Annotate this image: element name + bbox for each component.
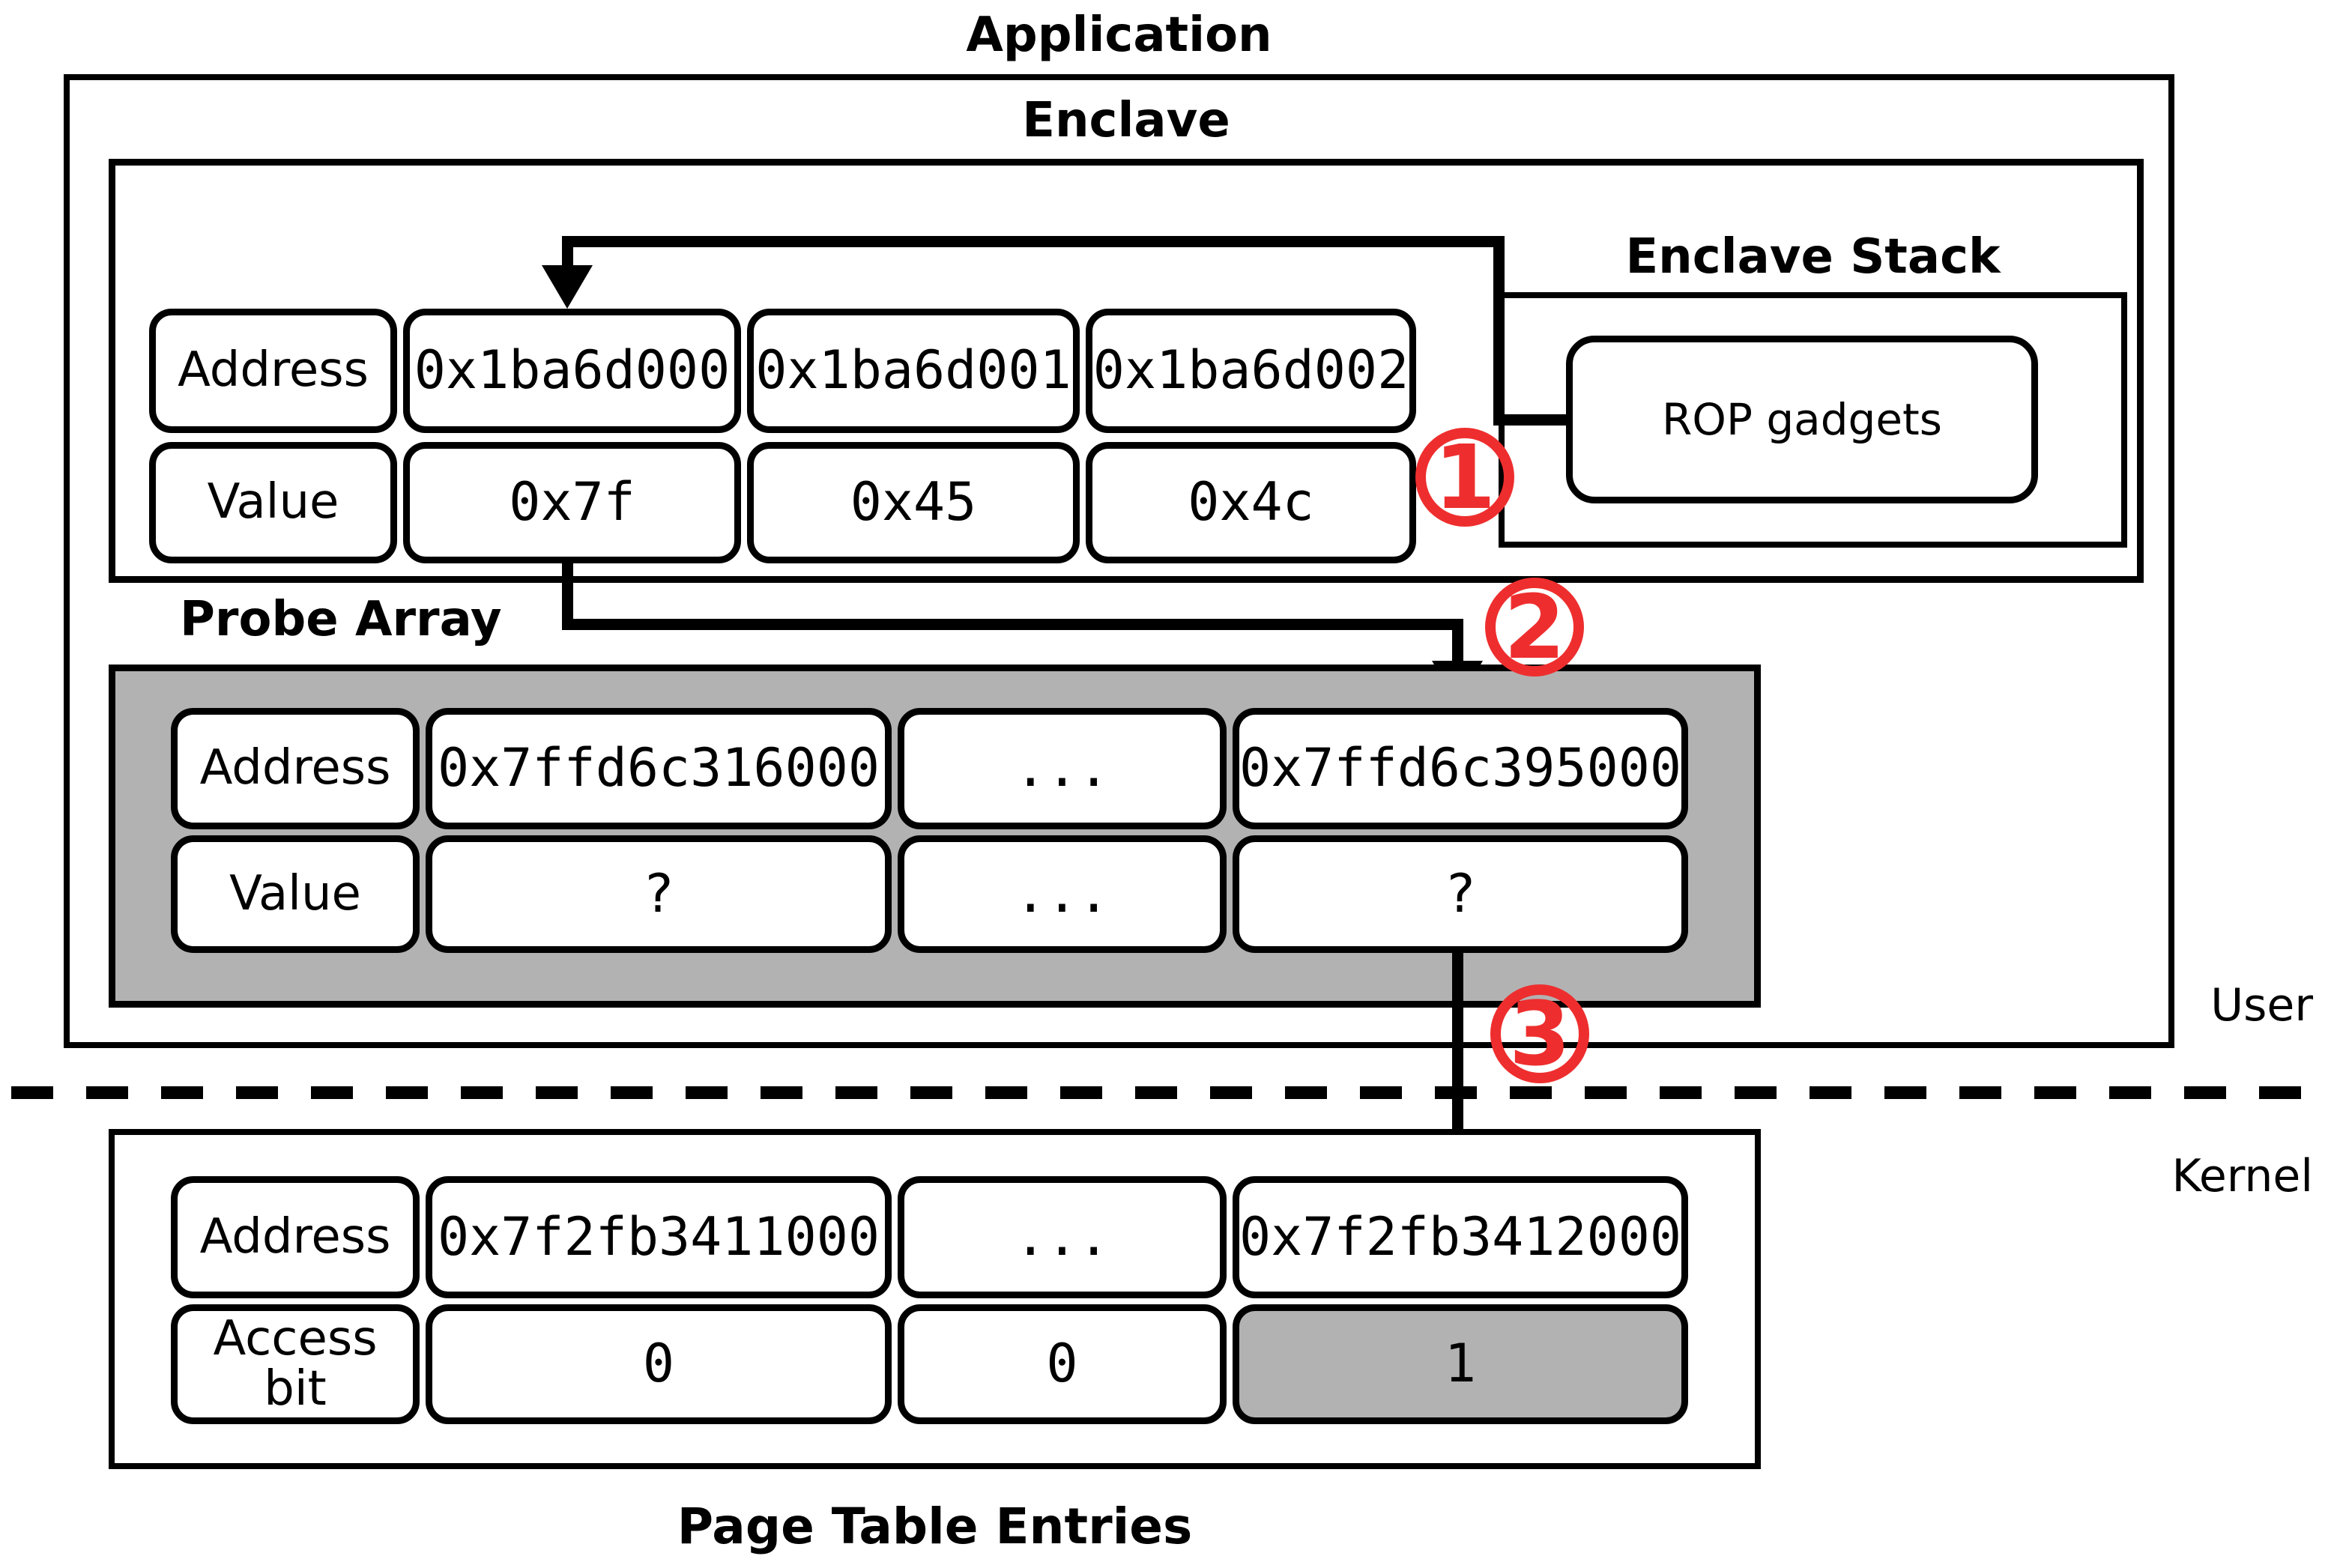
probe-table-cell: ? [426, 835, 892, 953]
page-table-cell: 0 [898, 1304, 1227, 1424]
arrow-1-vertical [1493, 236, 1505, 426]
page-table-header-access-bit: Access bit [171, 1304, 420, 1424]
enclave-table-cell: 0x1ba6d000 [403, 309, 741, 433]
page-table-cell: ... [898, 1176, 1227, 1298]
arrow-2-horizontal [562, 619, 1463, 630]
arrow-3-vertical [1452, 953, 1463, 1134]
step-1-badge: 1 [1415, 428, 1514, 527]
page-table-cell: 0 [426, 1304, 892, 1424]
kernel-label: Kernel [2171, 1150, 2314, 1202]
application-box [64, 74, 2174, 1048]
enclave-table-cell: 0x7f [403, 442, 741, 563]
enclave-box [109, 159, 2144, 583]
enclave-title: Enclave [1022, 93, 1230, 148]
step-2-badge: 2 [1485, 578, 1584, 676]
application-title: Application [966, 7, 1272, 63]
enclave-table-cell: 0x1ba6d001 [747, 309, 1080, 433]
probe-table-cell: ... [898, 835, 1227, 953]
probe-table-header-address: Address [171, 708, 420, 829]
arrow-1-head-icon [542, 265, 593, 309]
page-table-cell: 0x7f2fb3411000 [426, 1176, 892, 1298]
user-label: User [2210, 979, 2313, 1032]
rop-gadgets-box: ROP gadgets [1566, 336, 2038, 503]
page-table-title: Page Table Entries [677, 1498, 1193, 1555]
enclave-stack-title: Enclave Stack [1625, 229, 2001, 285]
arrow-2-vertical [1452, 619, 1463, 665]
probe-table-cell: 0x7ffd6c316000 [426, 708, 892, 829]
page-table-cell-accessed: 1 [1233, 1304, 1688, 1424]
probe-table-cell: ... [898, 708, 1227, 829]
enclave-table-cell: 0x45 [747, 442, 1080, 563]
enclave-table-cell: 0x4c [1086, 442, 1416, 563]
page-table-cell: 0x7f2fb3412000 [1233, 1176, 1688, 1298]
probe-table-cell: ? [1233, 835, 1688, 953]
arrow-2-drop [562, 563, 573, 630]
page-table-header-address: Address [171, 1176, 420, 1298]
enclave-table-header-value: Value [149, 442, 397, 563]
arrow-1-stub [1499, 414, 1567, 426]
arrow-1-horizontal [562, 236, 1501, 247]
step-3-badge: 3 [1490, 984, 1589, 1083]
enclave-table-header-address: Address [149, 309, 397, 433]
probe-array-title: Probe Array [180, 592, 502, 647]
enclave-table-cell: 0x1ba6d002 [1086, 309, 1416, 433]
user-kernel-divider [11, 1086, 2326, 1099]
probe-table-cell: 0x7ffd6c395000 [1233, 708, 1688, 829]
arrow-1-drop [562, 236, 573, 270]
probe-table-header-value: Value [171, 835, 420, 953]
